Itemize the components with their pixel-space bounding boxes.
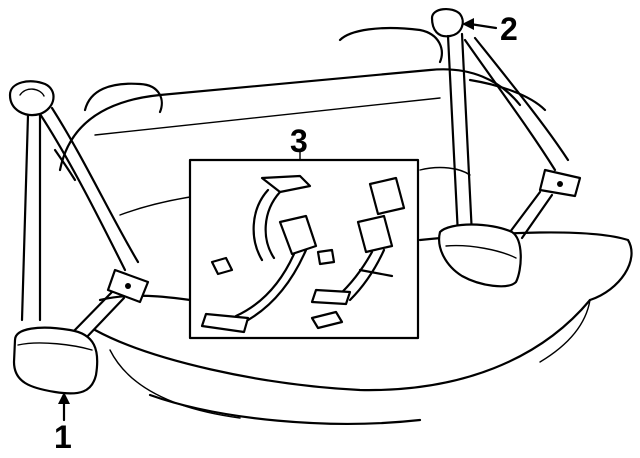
callout-1-label: 1 xyxy=(54,419,72,455)
right-seat-belt-assembly xyxy=(430,8,582,288)
left-seat-belt-assembly xyxy=(8,80,150,395)
callout-2-label: 2 xyxy=(500,11,518,47)
callout-3-label: 3 xyxy=(290,123,308,159)
leader-arrow-1 xyxy=(58,392,70,404)
callout-leaders xyxy=(58,18,498,422)
leader-arrow-2 xyxy=(462,18,474,30)
center-buckle-kit-box xyxy=(188,158,420,340)
leader-line-2 xyxy=(468,22,498,30)
